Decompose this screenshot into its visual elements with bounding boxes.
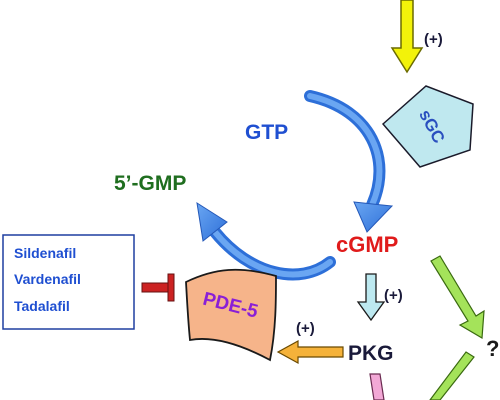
inhibition-bar — [141, 273, 175, 302]
pde5-enzyme: PDE-5 — [185, 268, 277, 362]
stimulus-arrow — [390, 0, 424, 74]
gmp-label: 5’-GMP — [114, 172, 186, 195]
pkg-sign: (+) — [384, 287, 403, 304]
inhibitor-box: Sildenafil Vardenafil Tadalafil — [2, 234, 135, 330]
cgmp-label: cGMP — [336, 232, 398, 257]
inhibitor-item: Tadalafil — [14, 298, 70, 314]
feedback-sign: (+) — [296, 320, 315, 337]
unknown-pathway-arrow — [430, 255, 485, 340]
green-downstream-arrow — [429, 351, 475, 400]
cycle-arrow-gtp-to-cgmp — [304, 90, 394, 233]
sgc-enzyme: sGC — [381, 85, 474, 168]
pink-downstream-arrow — [369, 373, 385, 400]
pkg-label: PKG — [348, 342, 394, 365]
inhibitor-item: Vardenafil — [14, 271, 81, 287]
unknown-marker: ? — [486, 336, 499, 361]
cycle-arrow-cgmp-to-gmp — [196, 201, 336, 281]
pkg-activation-arrow — [356, 273, 386, 322]
stimulus-sign: (+) — [424, 31, 443, 48]
feedback-arrow — [276, 339, 344, 365]
inhibitor-item: Sildenafil — [14, 245, 76, 261]
gtp-label: GTP — [245, 121, 288, 144]
